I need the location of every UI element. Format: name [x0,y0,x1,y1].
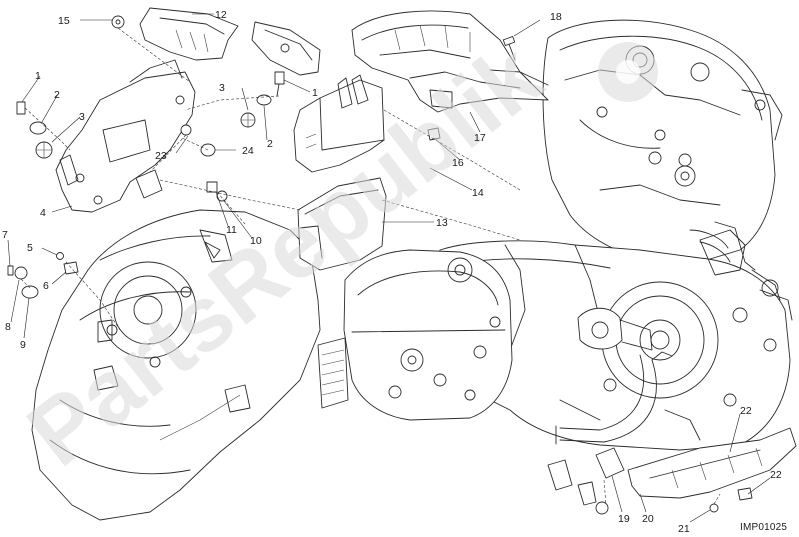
callout-3-right: 3 [219,82,225,94]
callout-1-right: 1 [312,87,318,99]
callout-11: 11 [226,224,237,236]
callout-9: 9 [20,339,26,351]
callout-1-left: 1 [35,70,41,82]
callout-19: 19 [618,513,630,525]
connector-block [251,21,321,76]
ecu-unit [293,74,385,173]
callout-23: 23 [155,150,167,162]
callout-14: 14 [472,187,484,199]
callout-4: 4 [40,207,46,219]
bolt-18 [502,36,516,61]
callout-18: 18 [550,11,562,23]
callout-5: 5 [27,242,33,254]
callout-13: 13 [436,217,448,229]
callout-2-left: 2 [54,89,60,101]
bracket-panel-4 [55,59,196,213]
callout-labels: 15 12 1 2 3 4 1 3 2 24 23 11 10 5 6 7 8 … [2,9,787,535]
left-side-cover [31,209,321,521]
callout-17: 17 [474,132,486,144]
leader-lines [7,13,771,523]
callout-15: 15 [58,15,70,27]
callout-16: 16 [452,157,464,169]
front-cylinder-head [317,249,673,421]
callout-24: 24 [242,145,254,157]
diagram-code: IMP01025 [740,522,787,533]
callout-21: 21 [678,523,690,535]
callout-10: 10 [250,235,262,247]
cable-holder-12 [139,7,239,61]
callout-8: 8 [5,321,11,333]
callout-7: 7 [2,229,8,241]
gear-logo-icon [598,42,658,102]
callout-3-left: 3 [79,111,85,123]
ecu-cover [297,177,387,271]
callout-22-top: 22 [740,405,752,417]
callout-6: 6 [43,280,49,292]
callout-12: 12 [215,9,227,21]
upper-tank-bracket [351,10,549,113]
reference-lines [20,27,721,506]
callout-20: 20 [642,513,654,525]
callout-2-right: 2 [267,138,273,150]
callout-22-bottom: 22 [770,469,782,481]
